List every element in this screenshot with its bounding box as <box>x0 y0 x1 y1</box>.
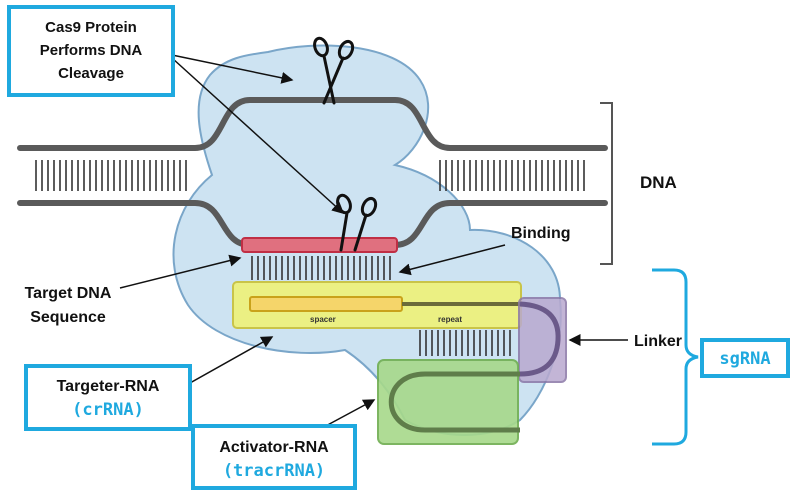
cas9-callout-box <box>7 5 175 97</box>
targeter-label-line1: Targeter-RNA <box>57 378 160 395</box>
binding-base-pairs <box>251 256 391 280</box>
arrow-target <box>119 254 242 289</box>
targeter-callout-box <box>24 364 192 431</box>
target-label-line2: Sequence <box>30 309 106 326</box>
spacer-label: spacer <box>310 315 336 324</box>
tracrrna-base-pairs <box>419 330 511 356</box>
repeat-label: repeat <box>438 315 462 324</box>
dna-label: DNA <box>640 173 677 192</box>
callout-arrows <box>119 54 628 429</box>
cas9-label-line1: Cas9 Protein <box>45 19 137 36</box>
scissors-icon <box>313 36 355 105</box>
dna-top-strand <box>17 97 608 151</box>
sgrna-bracket <box>652 268 699 446</box>
arrow-targeter <box>189 336 274 384</box>
arrow-activator <box>321 399 376 429</box>
arrow-binding <box>398 244 506 276</box>
sgrna-label: sgRNA <box>719 349 770 369</box>
tracrrna-strand <box>388 371 520 433</box>
target-label-line1: Target DNA <box>25 285 112 302</box>
arrow-cas9-bottom <box>171 57 345 215</box>
spacer-bar <box>249 296 403 312</box>
cas9-label-line3: Cleavage <box>58 65 124 82</box>
activator-label-line2: (tracrRNA) <box>223 461 325 481</box>
cas9-label-line2: Performs DNA <box>40 42 143 59</box>
linker-loop <box>519 301 561 377</box>
arrow-cas9-top <box>171 54 294 84</box>
targeter-label-line2: (crRNA) <box>72 400 144 420</box>
target-dna-bar <box>241 237 398 253</box>
binding-label: Binding <box>511 225 571 242</box>
linker-label: Linker <box>634 333 682 350</box>
sgrna-callout-box <box>700 338 790 378</box>
activator-label-line1: Activator-RNA <box>219 439 329 456</box>
dna-bracket <box>600 102 613 265</box>
dna-base-pairs <box>35 160 585 191</box>
activator-callout-box <box>191 424 357 490</box>
tracrrna-box <box>377 359 519 445</box>
